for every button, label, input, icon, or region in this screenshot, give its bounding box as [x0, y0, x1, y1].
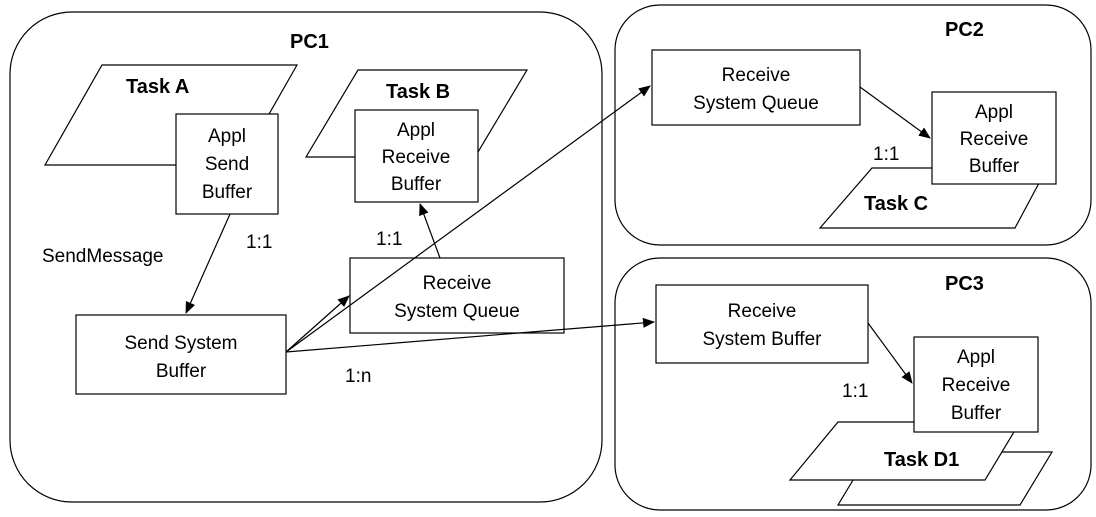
task-d1-label: Task D1 — [884, 449, 959, 471]
appl-receive-buffer-b-line-2: Receive — [382, 147, 451, 168]
pc2-title: PC2 — [945, 19, 984, 41]
queue-to-appl-b-arrow — [419, 203, 441, 259]
receive-system-buffer-pc3-line-2: System Buffer — [703, 329, 823, 350]
send-to-pc1-queue-arrow — [285, 295, 350, 353]
pc1-send-ratio-label: 1:1 — [246, 232, 272, 253]
appl-send-buffer-box — [175, 113, 279, 215]
send-to-pc2-queue-arrow — [285, 85, 651, 353]
appl-receive-buffer-b-box — [354, 109, 479, 203]
receive-system-buffer-pc3-box — [655, 284, 869, 364]
receive-system-queue-pc1-line-2: System Queue — [394, 301, 520, 322]
receive-system-queue-pc1-box — [349, 257, 565, 334]
appl-receive-buffer-d1-line-3: Buffer — [951, 403, 1002, 424]
task-a-label: Task A — [126, 76, 189, 98]
receive-system-queue-pc2-line-2: System Queue — [693, 93, 819, 114]
appl-receive-buffer-b-line-3: Buffer — [391, 174, 442, 195]
send-message-label: SendMessage — [42, 246, 163, 267]
appl-receive-buffer-c-line-2: Receive — [960, 129, 1029, 150]
task-c-label: Task C — [864, 193, 928, 215]
fanout-ratio-label: 1:n — [345, 366, 371, 387]
task-b-label: Task B — [386, 81, 450, 103]
task-d1: Task D1 — [788, 421, 1054, 506]
pc1-boundary — [9, 11, 603, 503]
pc1-receive-ratio-label: 1:1 — [376, 229, 402, 250]
pc3-boundary — [614, 257, 1092, 511]
pc1-container: PC1 — [9, 11, 603, 503]
pc3-title: PC3 — [945, 273, 984, 295]
appl-receive-buffer-d1: Appl Receive Buffer — [913, 336, 1039, 433]
appl-receive-buffer-d1-line-2: Receive — [942, 375, 1011, 396]
appl-receive-buffer-c: Appl Receive Buffer — [931, 91, 1057, 185]
appl-receive-buffer-d1-box — [913, 336, 1039, 433]
send-system-buffer-line-1: Send System — [125, 333, 238, 354]
appl-send-buffer-line-2: Send — [205, 154, 249, 175]
receive-system-queue-pc1: Receive System Queue — [349, 257, 565, 334]
appl-send-buffer: Appl Send Buffer — [175, 113, 279, 215]
appl-receive-buffer-c-box — [931, 91, 1057, 185]
receive-system-queue-pc2: Receive System Queue — [651, 49, 861, 126]
send-to-pc3-buffer-arrow — [285, 317, 655, 353]
pc3-ratio-label: 1:1 — [842, 381, 868, 402]
receive-system-queue-pc1-line-1: Receive — [423, 273, 492, 294]
appl-send-buffer-line-3: Buffer — [202, 182, 253, 203]
appl-receive-buffer-d1-line-1: Appl — [957, 347, 995, 368]
send-system-buffer: Send System Buffer — [75, 314, 287, 395]
send-message-arrow — [185, 213, 231, 314]
appl-receive-buffer-c-line-3: Buffer — [969, 156, 1020, 177]
pc2-queue-to-appl-arrow — [859, 86, 931, 139]
pc2-boundary — [614, 4, 1092, 246]
receive-system-queue-pc2-box — [651, 49, 861, 126]
receive-system-buffer-pc3: Receive System Buffer — [655, 284, 869, 364]
pc3-buffer-to-appl-arrow — [867, 322, 913, 384]
appl-receive-buffer-b-line-1: Appl — [397, 120, 435, 141]
appl-send-buffer-line-1: Appl — [208, 126, 246, 147]
receive-system-buffer-pc3-line-1: Receive — [728, 301, 797, 322]
appl-receive-buffer-b: Appl Receive Buffer — [354, 109, 479, 203]
send-system-buffer-box — [75, 314, 287, 395]
pc1-title: PC1 — [290, 31, 329, 53]
pc2-ratio-label: 1:1 — [873, 144, 899, 165]
send-system-buffer-line-2: Buffer — [156, 361, 207, 382]
appl-receive-buffer-c-line-1: Appl — [975, 102, 1013, 123]
pc3-container: PC3 — [614, 257, 1092, 511]
receive-system-queue-pc2-line-1: Receive — [722, 65, 791, 86]
pc2-container: PC2 — [614, 4, 1092, 246]
